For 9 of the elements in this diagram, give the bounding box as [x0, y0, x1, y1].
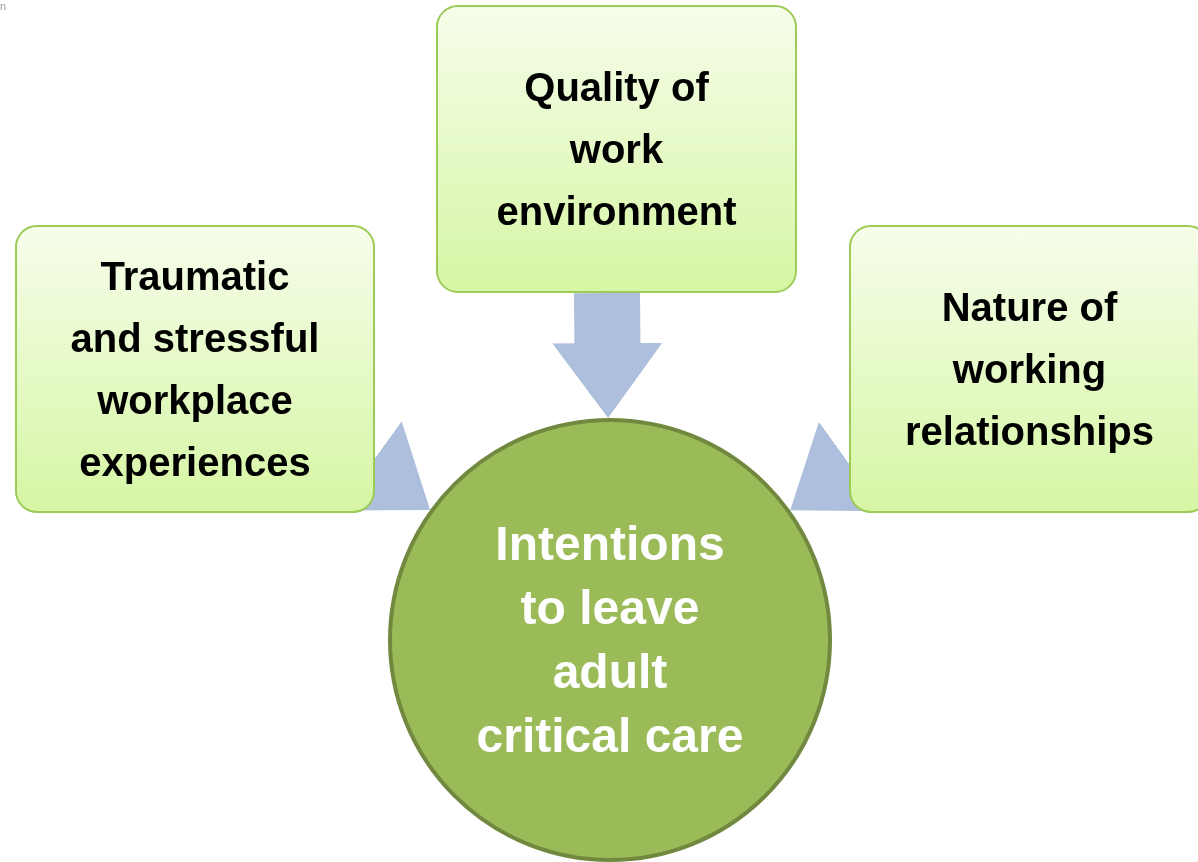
text-fragment: n	[0, 0, 7, 12]
factor-box	[436, 5, 797, 293]
factor-box	[15, 225, 375, 513]
factor-box	[849, 225, 1198, 513]
block-arrow	[552, 292, 663, 419]
node-text: Quality of work environment	[495, 64, 738, 235]
node-text: Intentions to leave adult critical care	[475, 516, 745, 764]
node-text: Traumatic and stressful workplace experiences	[69, 253, 321, 486]
node-text: Nature of working relationships	[904, 284, 1155, 455]
